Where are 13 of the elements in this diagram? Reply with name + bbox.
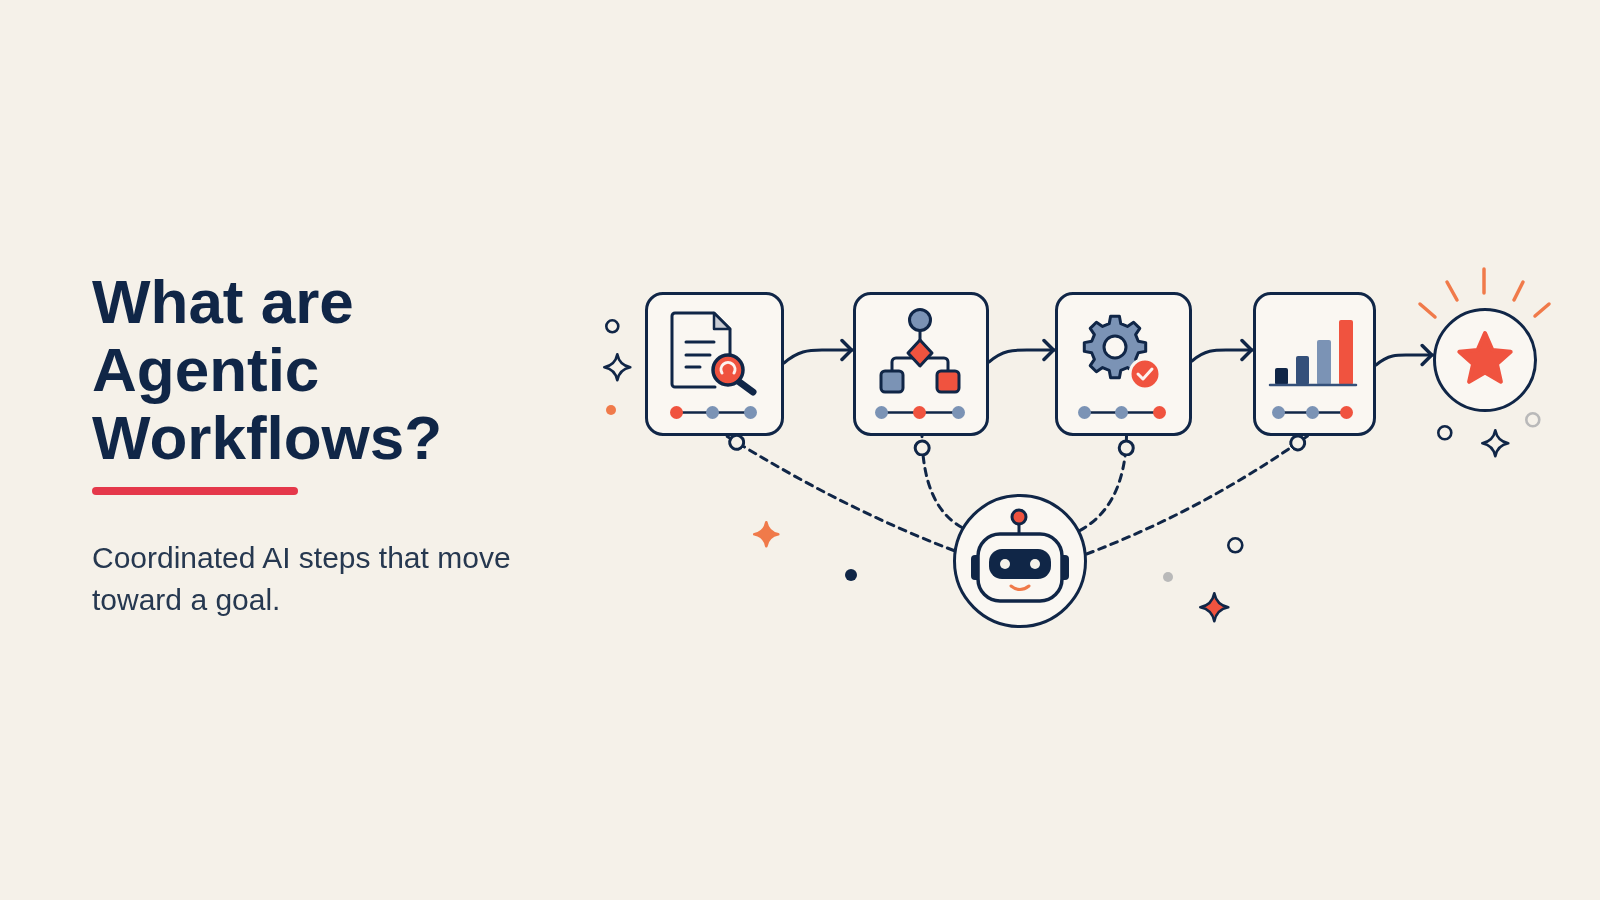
curved-arrow — [1374, 343, 1435, 367]
step-card — [1055, 292, 1192, 436]
curved-arrow — [782, 338, 855, 365]
step-card — [645, 292, 784, 436]
dashed-connector — [1085, 434, 1309, 556]
title: What are Agentic Workflows? — [92, 268, 444, 472]
step-card — [1253, 292, 1376, 436]
dashed-connector — [1078, 434, 1135, 533]
curved-arrow — [1190, 338, 1255, 363]
step-card — [853, 292, 989, 436]
subtitle: Coordinated AI steps that move toward a goal. — [92, 540, 512, 618]
dashed-connector — [913, 434, 964, 529]
curved-arrow — [987, 338, 1057, 364]
